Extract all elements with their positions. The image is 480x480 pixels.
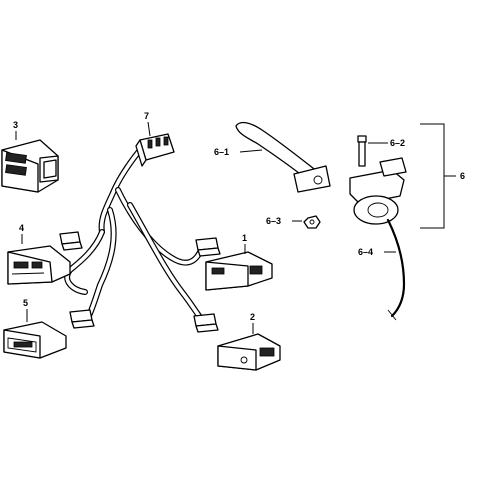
callout-6-2: 6–2 <box>390 138 405 148</box>
group-bracket-6 <box>420 123 445 229</box>
callout-1: 1 <box>242 233 247 243</box>
callout-6-1: 6–1 <box>214 147 229 157</box>
leader-7 <box>147 121 151 137</box>
callout-5: 5 <box>23 298 28 308</box>
callout-6: 6 <box>460 171 465 181</box>
callout-2: 2 <box>250 312 255 322</box>
part-2-switch <box>217 333 281 371</box>
callout-6-3: 6–3 <box>266 216 281 226</box>
part-6-4-cable <box>386 218 406 321</box>
part-4-switch <box>7 245 71 285</box>
callout-6-4: 6–4 <box>358 247 373 257</box>
callout-3: 3 <box>13 120 18 130</box>
callout-7: 7 <box>144 111 149 121</box>
part-6-2-bolt <box>357 135 367 167</box>
part-5-switch <box>3 321 67 359</box>
part-6-3-nut <box>303 215 321 229</box>
part-3-switch <box>1 139 59 193</box>
part-6-1-lever <box>235 121 331 193</box>
leader-6-1 <box>239 149 263 153</box>
part-7-wiring-harness <box>59 133 221 333</box>
part-1-switch <box>205 251 273 291</box>
callout-4: 4 <box>19 223 24 233</box>
part-6-lever-bracket <box>349 157 407 225</box>
